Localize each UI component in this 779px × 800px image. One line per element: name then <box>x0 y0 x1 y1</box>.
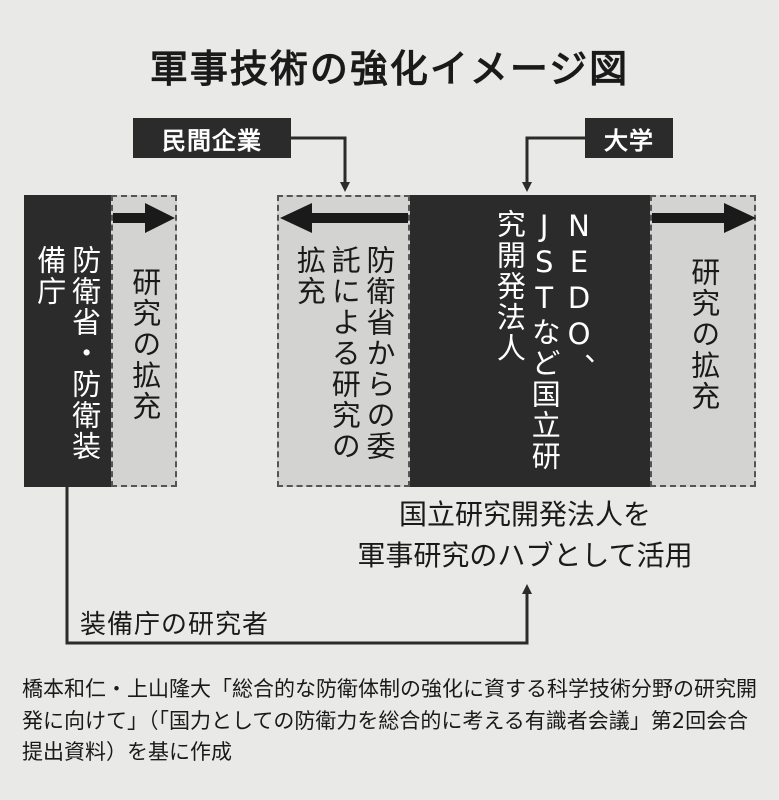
private-company-arrow <box>291 136 350 192</box>
right-research-label: 研究の拡充 <box>686 257 721 412</box>
commissioned-research-label: 防衛省からの委託による研究の拡充 <box>292 245 396 462</box>
commissioned-research-box: 防衛省からの委託による研究の拡充 <box>277 195 410 487</box>
hub-note-line-1: 国立研究開発法人を <box>398 498 651 531</box>
mod-label: 防衛省・防衛装備庁 <box>32 245 102 462</box>
diagram-title: 軍事技術の強化イメージ図 <box>149 47 630 91</box>
mod-research-box: 研究の拡充 <box>111 195 177 487</box>
university-arrow <box>522 136 585 192</box>
source-note: 橋本和仁・上山隆大「総合的な防衛体制の強化に資する科学技術分野の研究開発に向けて… <box>22 677 757 764</box>
hub-note-line-2: 軍事研究のハブとして活用 <box>357 538 693 572</box>
institutes-box: NEDO、JSTなど国立研究開発法人 <box>410 195 650 487</box>
hub-note: 国立研究開発法人を 軍事研究のハブとして活用 <box>290 495 760 576</box>
commissioned-expand-arrow <box>280 203 408 233</box>
right-research-box: 研究の拡充 <box>650 195 756 487</box>
researcher-flow-arrow <box>65 487 532 645</box>
right-expand-arrow <box>652 203 756 233</box>
institutes-label: NEDO、JSTなど国立研究開発法人 <box>492 209 596 472</box>
mod-expand-arrow <box>113 203 175 233</box>
university-tag: 大学 <box>585 118 673 158</box>
mod-research-label: 研究の拡充 <box>127 267 162 422</box>
private-company-tag: 民間企業 <box>133 118 291 158</box>
researcher-flow-label: 装備庁の研究者 <box>80 610 270 640</box>
mod-box: 防衛省・防衛装備庁 <box>24 195 111 487</box>
